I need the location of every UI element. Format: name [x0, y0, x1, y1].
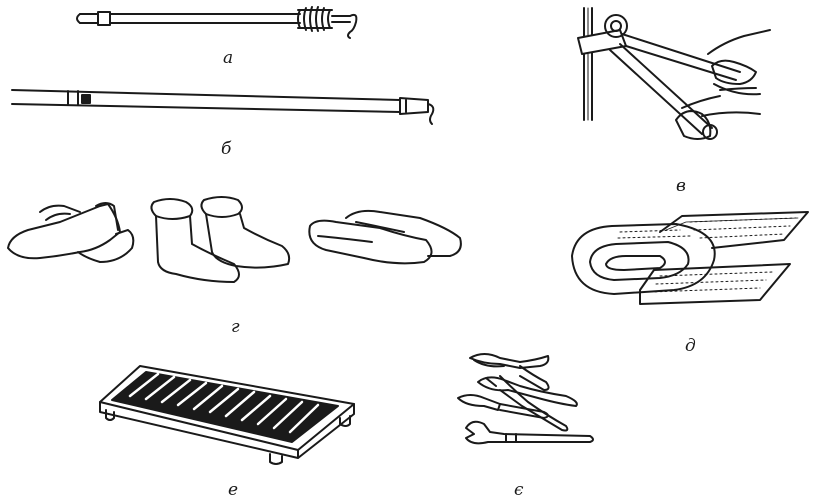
- panel-caption-e: е: [228, 480, 239, 500]
- insulating-stand-icon: [99, 365, 355, 465]
- panel-caption-g: г: [231, 317, 240, 337]
- panel-caption-v: в: [676, 176, 686, 196]
- insulated-tools-icon: [457, 353, 594, 445]
- panel-caption-ye: є: [514, 480, 524, 500]
- hot-stick-icon: [76, 6, 358, 39]
- panel-caption-b: б: [221, 139, 232, 159]
- rubber-mat-icon: [571, 211, 809, 305]
- panel-caption-d: д: [685, 336, 696, 356]
- panel-caption-a: а: [223, 48, 234, 68]
- insulating-rod-icon: [11, 89, 435, 125]
- dielectric-gloves-boots-galoshes-icon: [7, 196, 462, 283]
- insulating-pliers-icon: [577, 7, 771, 140]
